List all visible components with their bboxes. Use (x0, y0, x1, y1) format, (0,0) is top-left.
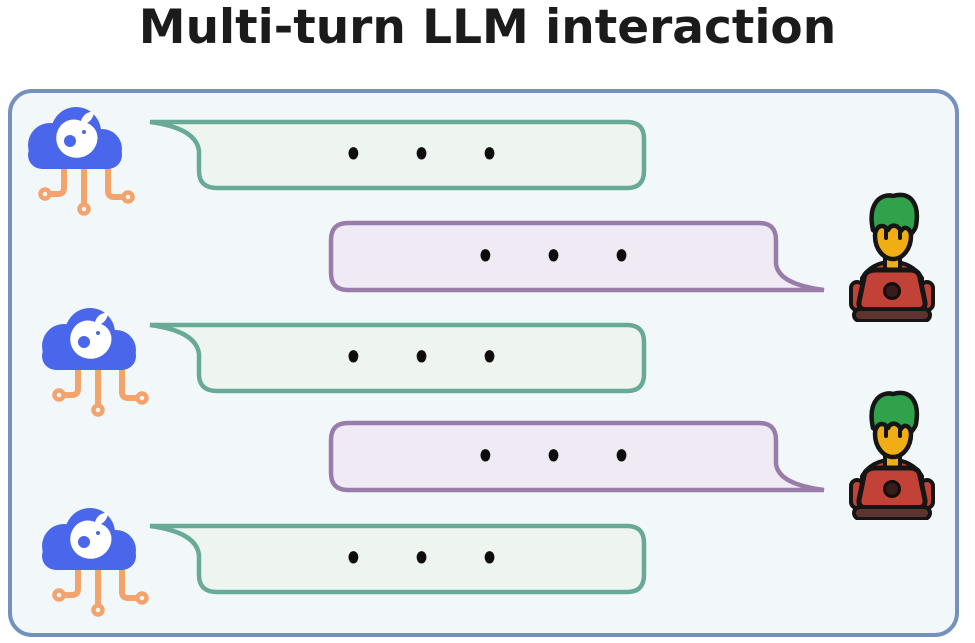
llm-speech-bubble: ••• (148, 519, 648, 599)
laptop-logo (883, 282, 901, 300)
hair (869, 390, 920, 435)
typing-ellipsis: ••• (343, 534, 548, 584)
typing-ellipsis: ••• (343, 130, 548, 180)
laptop-logo (883, 480, 901, 498)
circuit-nodes-icon (52, 363, 149, 417)
typing-ellipsis: ••• (475, 231, 680, 282)
user-at-laptop-icon (846, 388, 938, 524)
user-speech-bubble: ••• (326, 416, 826, 496)
llm-cloud-icon (24, 105, 136, 225)
circuit-nodes-icon (38, 162, 135, 216)
user-at-laptop-icon (846, 190, 938, 326)
llm-speech-bubble: ••• (148, 318, 648, 398)
llm-speech-bubble: ••• (148, 115, 648, 195)
laptop-base (852, 505, 932, 521)
typing-ellipsis: ••• (343, 333, 548, 383)
hair (869, 192, 920, 237)
laptop-base (852, 307, 932, 323)
typing-ellipsis: ••• (475, 431, 680, 482)
diagram-title: Multi-turn LLM interaction (138, 0, 837, 55)
llm-cloud-icon (38, 306, 150, 426)
llm-cloud-icon (38, 506, 150, 626)
whale-logo-icon (70, 312, 112, 359)
whale-logo-icon (56, 111, 98, 158)
circuit-nodes-icon (52, 563, 149, 617)
whale-logo-icon (70, 512, 112, 559)
user-speech-bubble: ••• (326, 216, 826, 296)
